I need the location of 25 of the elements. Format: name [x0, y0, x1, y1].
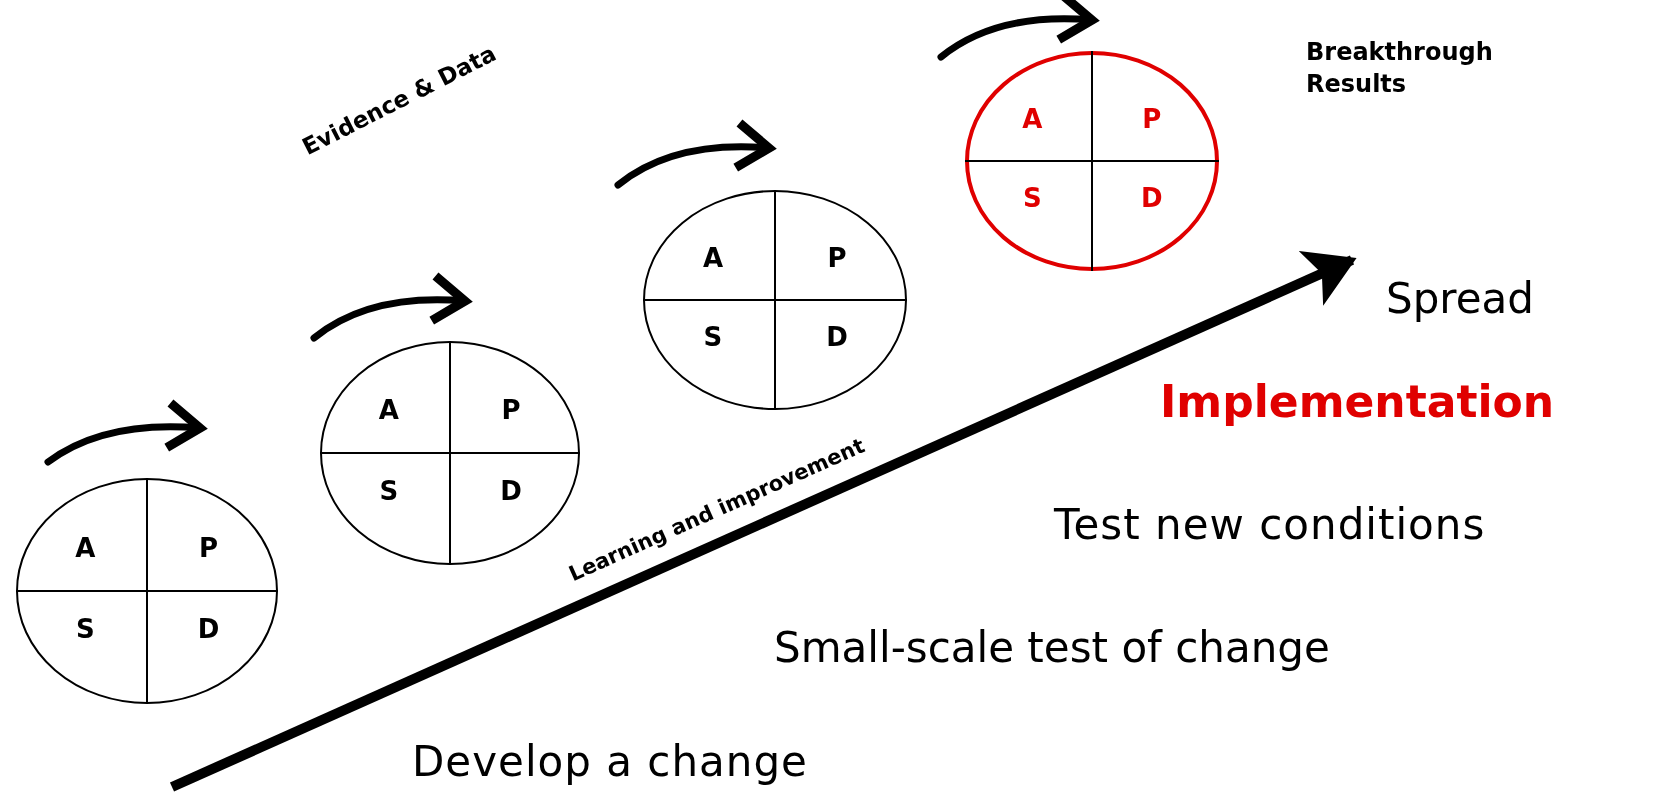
- quadrant-letter: D: [826, 324, 848, 351]
- stage-label: Spread: [1386, 276, 1534, 323]
- stage-label: Test new conditions: [1054, 502, 1486, 549]
- quadrant-letter: A: [1022, 106, 1043, 133]
- quadrant-letter: P: [501, 397, 521, 424]
- quadrant-letter: P: [1142, 106, 1162, 133]
- quadrant-letter: A: [75, 535, 96, 562]
- stage-label: Implementation: [1160, 378, 1555, 427]
- stage-label: Develop a change: [412, 739, 808, 786]
- quadrant-letter: D: [1140, 185, 1163, 212]
- quadrant-letter: P: [199, 535, 219, 562]
- cycle-circle: [16, 478, 278, 704]
- stage-label: Small-scale test of change: [774, 625, 1330, 672]
- quadrant-letter: P: [827, 245, 847, 272]
- quadrant-letter: A: [702, 245, 723, 272]
- quadrant-letter: S: [76, 616, 95, 643]
- cycle-circle: [643, 190, 907, 410]
- results-label: Breakthrough Results: [1306, 37, 1494, 101]
- quadrant-letter: D: [500, 478, 522, 505]
- quadrant-letter: S: [1022, 185, 1042, 212]
- quadrant-letter: S: [703, 324, 723, 351]
- quadrant-letter: A: [378, 397, 399, 424]
- quadrant-letter: D: [197, 616, 220, 643]
- quadrant-letter: S: [379, 478, 399, 505]
- cycle-circle: [965, 51, 1219, 271]
